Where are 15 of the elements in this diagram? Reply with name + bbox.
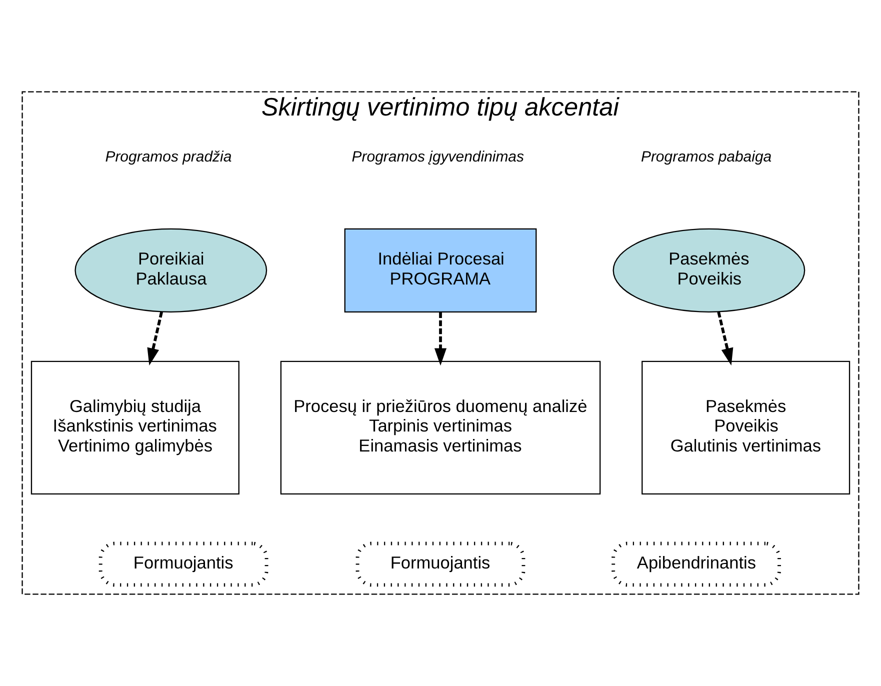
node-box: Indėliai Procesai PROGRAMA <box>344 228 537 312</box>
node-ellipse: Poreikiai Paklausa <box>74 228 268 312</box>
arrow <box>717 312 734 366</box>
label: Programos įgyvendinimas <box>352 148 524 166</box>
node-ellipse: Pasekmės Poveikis <box>612 228 806 312</box>
label: Programos pabaiga <box>640 148 772 166</box>
node-box: Formuojantis <box>356 542 526 587</box>
node-box: Formuojantis <box>98 542 268 587</box>
node-box: Procesų ir priežiūros duomenų analizė Tarpinis vertinimas Einamasis vertinimas <box>280 360 601 494</box>
arrow <box>147 312 163 366</box>
node-box: Galimybių studija Išankstinis vertinimas Vertinimo galimybės <box>30 360 240 494</box>
node-box: Apibendrinantis <box>612 542 781 587</box>
node-box: Pasekmės Poveikis Galutinis vertinimas <box>642 360 850 494</box>
arrow <box>434 312 447 366</box>
label: Programos pradžia <box>105 148 232 166</box>
